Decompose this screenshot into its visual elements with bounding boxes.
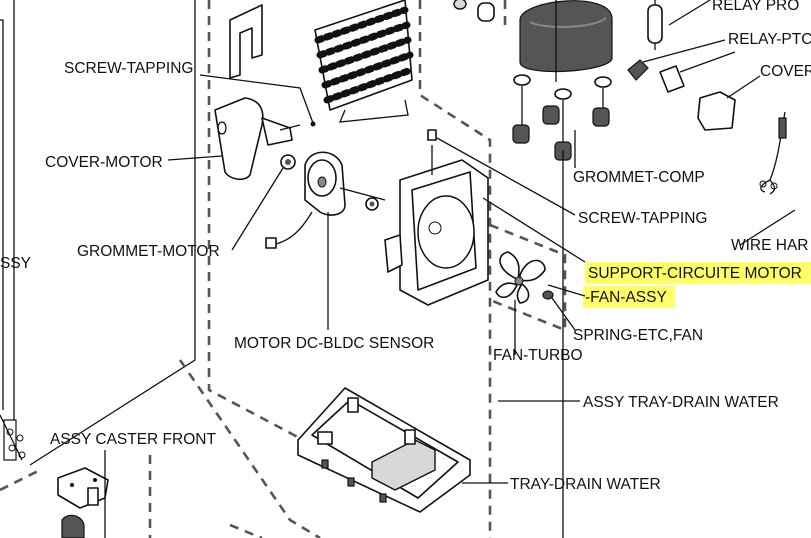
spring-fan-part — [542, 290, 576, 331]
support-leader — [482, 197, 586, 263]
label-motor-dc-bldc-sensor: MOTOR DC-BLDC SENSOR — [234, 335, 434, 352]
label-cover: COVER — [760, 63, 811, 80]
dashed-boundaries — [0, 0, 567, 538]
label-grommet-motor: GROMMET-MOTOR — [77, 243, 220, 260]
label-wire-har: WIRE HAR — [731, 237, 809, 254]
label-tray-drain-water: TRAY-DRAIN WATER — [510, 476, 661, 493]
coil-caps — [453, 0, 495, 22]
label-screw-tapping-top: SCREW-TAPPING — [64, 60, 193, 77]
label-fan-assy: -FAN-ASSY — [585, 289, 667, 306]
grommet-motor-part — [231, 154, 296, 251]
label-grommet-comp: GROMMET-COMP — [573, 169, 705, 186]
cover-motor-leader — [167, 155, 223, 161]
label-relay-ptc: RELAY-PTC — [728, 31, 811, 48]
label-screw-tapping-mid: SCREW-TAPPING — [578, 210, 707, 227]
screw-top — [199, 74, 316, 127]
label-assy-tray-drain-water: ASSY TRAY-DRAIN WATER — [583, 394, 779, 411]
tray-drain-water-part — [297, 387, 508, 513]
fan-assy-leader — [547, 284, 586, 297]
label-fan-turbo: FAN-TURBO — [493, 347, 583, 364]
screw-mid-leader — [436, 137, 576, 216]
highlight-support-circuit-motor — [585, 262, 811, 284]
cover-motor-part — [214, 97, 301, 181]
relay-ptc — [627, 39, 736, 93]
label-spring-etc-fan: SPRING-ETC,FAN — [573, 327, 703, 344]
label-assy-caster-front: ASSY CASTER FRONT — [50, 431, 216, 448]
bracket-top — [229, 4, 263, 79]
label-relay-pro: RELAY PRO — [712, 0, 799, 14]
fan-turbo-part — [495, 251, 546, 355]
relay-protector — [647, 0, 711, 50]
fan-shroud — [384, 129, 489, 306]
bldc-motor — [265, 151, 386, 330]
compressor — [519, 0, 613, 82]
cabinet-screws — [6, 428, 26, 459]
wire-harness — [739, 111, 796, 246]
grommet-comp-parts — [512, 74, 612, 161]
label-assy-left: SSY — [0, 255, 31, 272]
label-support-circuit-motor: SUPPORT-CIRCUITE MOTOR — [588, 265, 802, 282]
evaporator-coil — [314, 0, 415, 123]
caster-front-part — [57, 450, 109, 538]
highlight-fan-assy — [583, 286, 675, 308]
label-cover-motor: COVER-MOTOR — [45, 154, 163, 171]
cabinet-left-edge — [0, 0, 196, 466]
relay-cover — [697, 75, 761, 131]
